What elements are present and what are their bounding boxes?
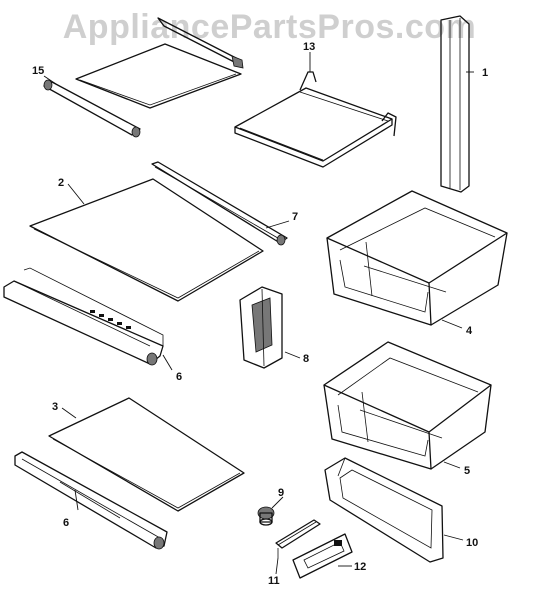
part-15-rod[interactable] xyxy=(43,79,141,138)
callout-13: 13 xyxy=(303,41,315,53)
callout-1: 1 xyxy=(482,67,488,79)
part-12-control-plate[interactable] xyxy=(292,533,353,579)
callout-4: 4 xyxy=(466,325,473,337)
shelf-frame-slots xyxy=(90,310,131,329)
callout-15: 15 xyxy=(32,65,44,77)
callout-2: 2 xyxy=(58,177,64,189)
watermark: AppliancePartsPros.com xyxy=(62,8,477,46)
callout-8: 8 xyxy=(303,353,309,365)
callout-7: 7 xyxy=(292,211,298,223)
callout-9: 10 xyxy=(466,537,478,549)
callout-12: 12 xyxy=(354,561,366,573)
part-9-drawer-front[interactable] xyxy=(324,457,444,563)
part-10-knob[interactable] xyxy=(257,506,275,526)
callout-3: 3 xyxy=(52,401,58,413)
top-shelf-rear-trim[interactable] xyxy=(157,17,244,69)
part-4-crisper-drawer[interactable] xyxy=(326,190,508,326)
part-7-trim-strip[interactable] xyxy=(151,161,288,246)
part-11-slide-bracket[interactable] xyxy=(275,519,321,558)
part-1-vertical-rail[interactable] xyxy=(440,15,470,193)
callout-5: 5 xyxy=(464,465,470,477)
callout-leaders xyxy=(43,52,474,575)
callout-10: 9 xyxy=(278,487,284,499)
callout-6-lower: 6 xyxy=(63,517,69,529)
part-5-crisper-drawer[interactable] xyxy=(323,341,492,470)
callout-11: 11 xyxy=(268,575,280,587)
callout-6-upper: 6 xyxy=(176,371,182,383)
part-13-wire-shelf[interactable] xyxy=(234,71,397,168)
part-3-glass-shelf[interactable] xyxy=(48,397,245,512)
part-8-bracket[interactable] xyxy=(239,286,283,369)
top-glass-shelf[interactable] xyxy=(75,43,242,109)
part-2-glass-shelf[interactable] xyxy=(29,178,264,302)
part-6-upper-shelf-frame[interactable] xyxy=(3,267,164,366)
part-6-lower-shelf-trim[interactable] xyxy=(14,451,168,550)
